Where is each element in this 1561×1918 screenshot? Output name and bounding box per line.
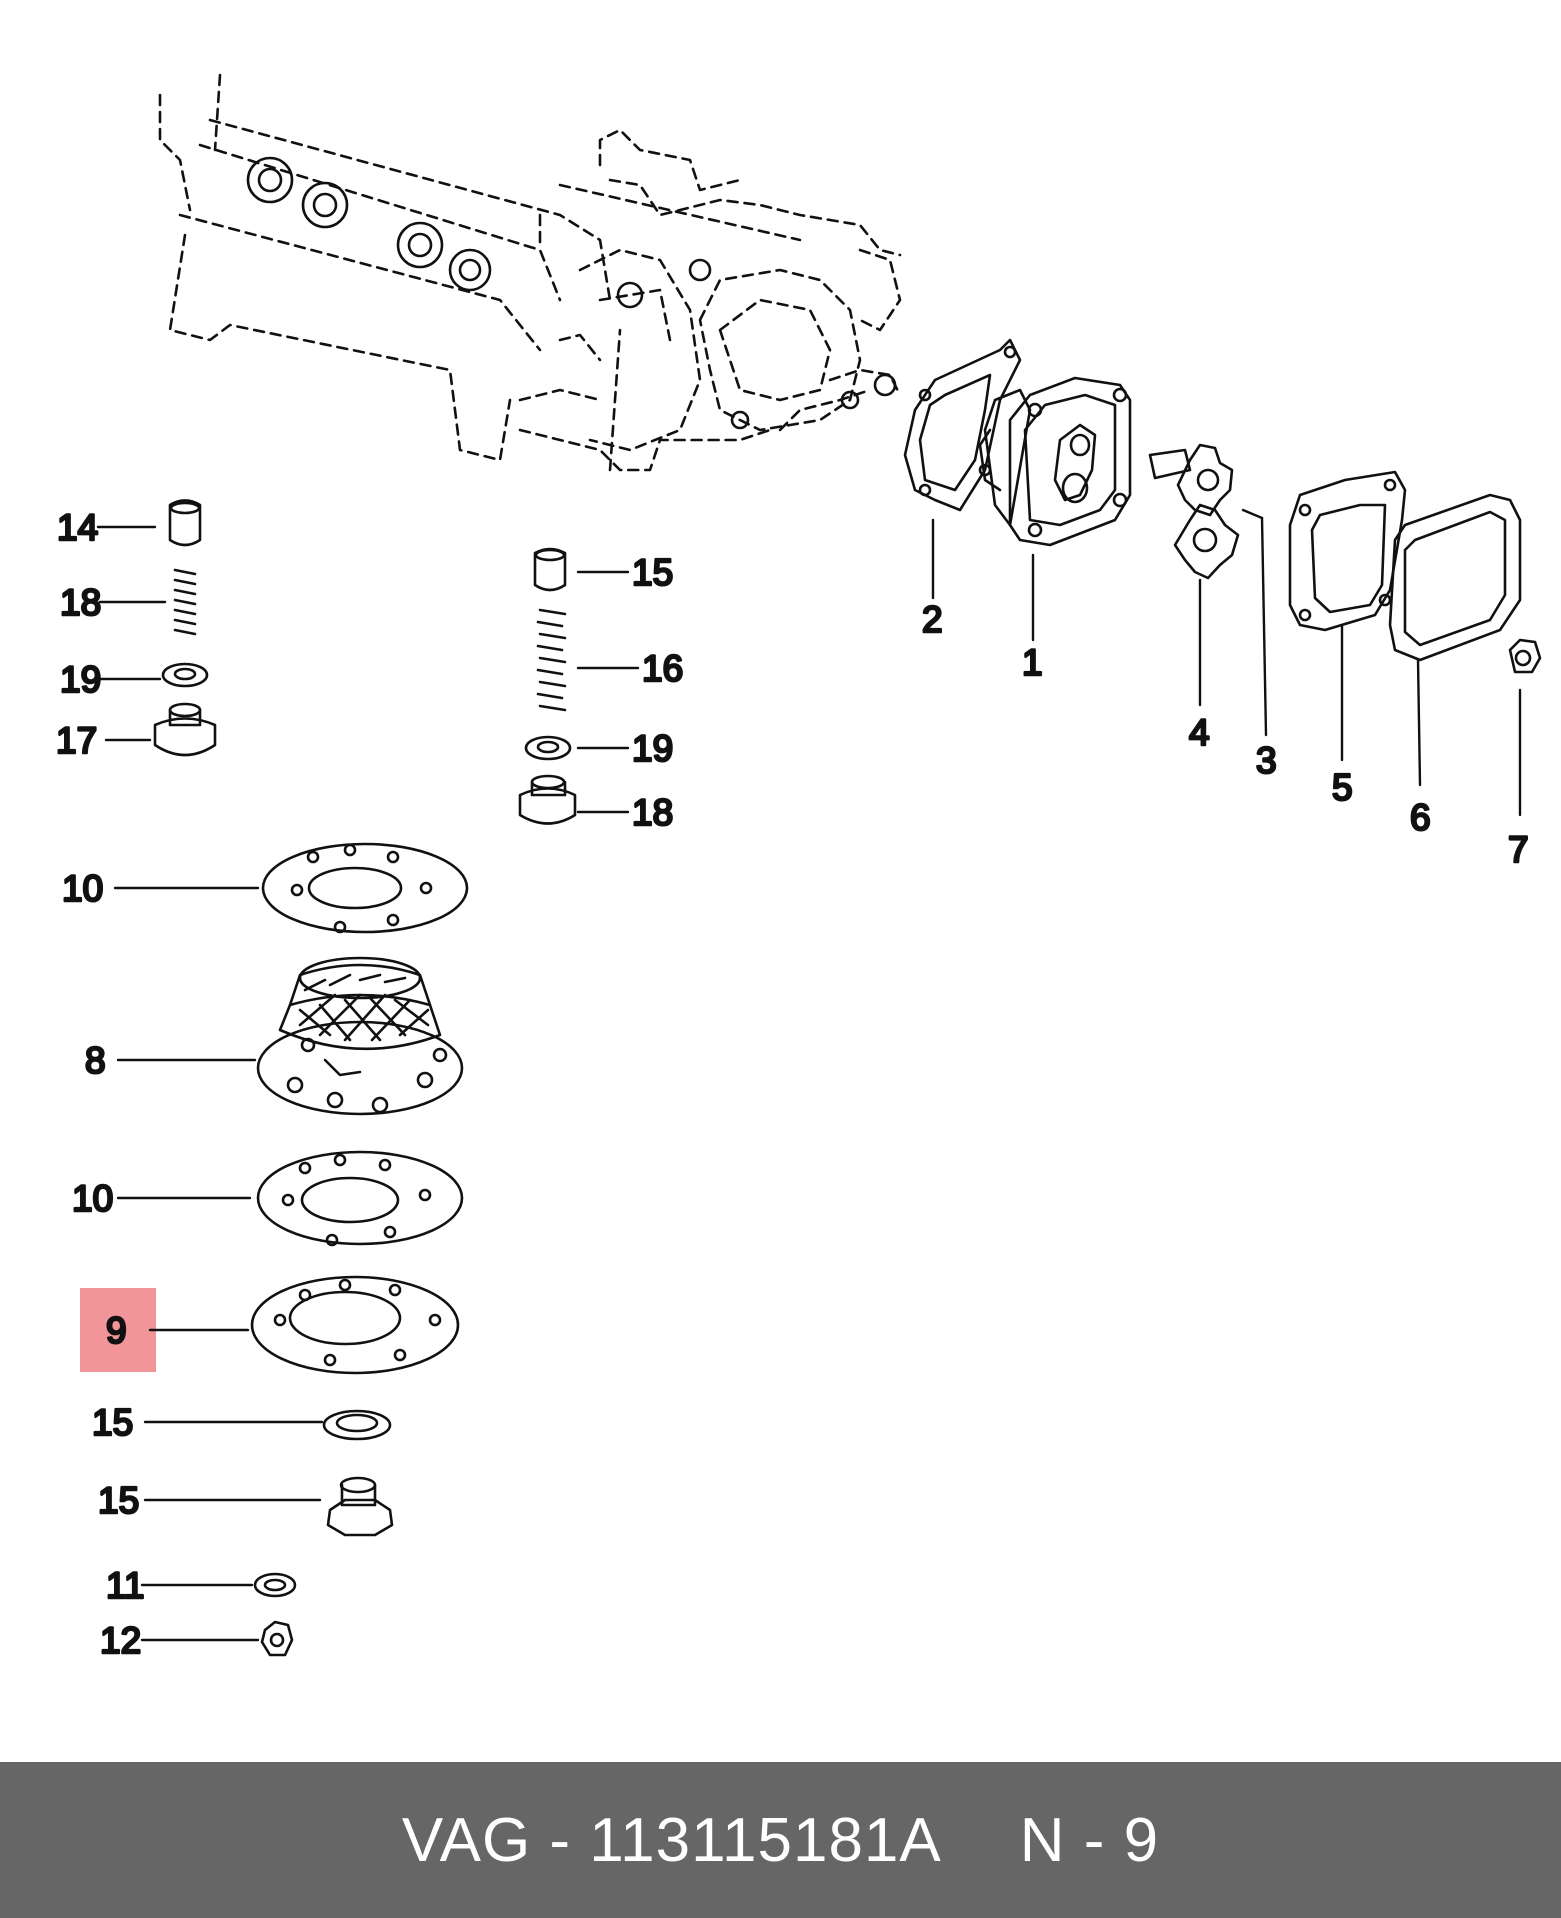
gasket-part-10-bottom [256, 1150, 464, 1247]
oil-pump-housing-part-1 [978, 376, 1132, 547]
callout-12: 12 [100, 1620, 141, 1661]
callout-labels: 14 18 19 17 15 16 19 18 10 8 10 9 15 15 … [55, 506, 1530, 1663]
strainer-part-8 [256, 956, 464, 1116]
callout-17: 18 [60, 582, 101, 623]
callout-14: 15 [92, 1402, 133, 1443]
callout-11: 11 [106, 1565, 144, 1606]
pump-cover-gasket-part-5 [1288, 470, 1407, 632]
engine-block-outline [158, 73, 902, 472]
part-number-text: VAG - 113115181A [401, 1805, 942, 1875]
callout-4: 4 [1189, 712, 1210, 753]
spring-part-16 [536, 608, 567, 712]
plug-part-18-mid [518, 774, 577, 825]
plug-part-18-left [153, 702, 217, 757]
callout-7: 7 [1508, 829, 1529, 870]
leader-lines [96, 508, 1522, 1642]
part-number-footer: VAG - 113115181A N - 9 [0, 1762, 1561, 1918]
pump-gasket-part-2 [903, 338, 1022, 512]
nut-part-7 [1508, 638, 1542, 674]
spring-part-17 [173, 568, 197, 636]
highlight-marker [80, 1288, 156, 1372]
callout-10-top: 10 [62, 868, 103, 909]
reference-number-text: N - 9 [1019, 1805, 1160, 1875]
engine-block-circles [246, 156, 897, 430]
plunger-part-15-left [168, 499, 202, 547]
callout-13: 15 [98, 1480, 139, 1521]
callout-19-mid: 19 [632, 728, 673, 769]
cover-plate-part-9 [250, 1275, 460, 1375]
nut-part-12 [260, 1620, 294, 1657]
pump-gears-part-4 [1148, 443, 1240, 580]
washer-part-19-mid [524, 735, 572, 761]
callout-3: 3 [1256, 740, 1277, 781]
callout-8: 8 [85, 1040, 106, 1081]
callout-5: 5 [1332, 767, 1353, 808]
washer-part-19-left [161, 662, 209, 688]
plunger-part-15-mid [533, 547, 567, 592]
callout-18-mid: 18 [632, 792, 673, 833]
gasket-part-10-top [261, 842, 469, 934]
callout-18-left: 17 [56, 720, 97, 761]
callout-9: 9 [106, 1310, 127, 1351]
callout-1: 1 [1022, 642, 1043, 683]
callout-10-bottom: 10 [72, 1178, 113, 1219]
drain-plug-part-13 [326, 1476, 394, 1537]
pump-cover-part-6 [1388, 493, 1522, 662]
washer-part-14 [322, 1409, 392, 1441]
washer-part-11 [253, 1572, 297, 1598]
callout-15-left: 14 [57, 507, 98, 548]
exploded-parts-diagram: 14 18 19 17 15 16 19 18 10 8 10 9 15 15 … [55, 73, 1542, 1663]
callout-19-left: 19 [60, 659, 101, 700]
callout-16: 16 [642, 648, 683, 689]
callout-2: 2 [922, 599, 943, 640]
callout-15-mid: 15 [632, 552, 673, 593]
callout-6: 6 [1410, 797, 1431, 838]
